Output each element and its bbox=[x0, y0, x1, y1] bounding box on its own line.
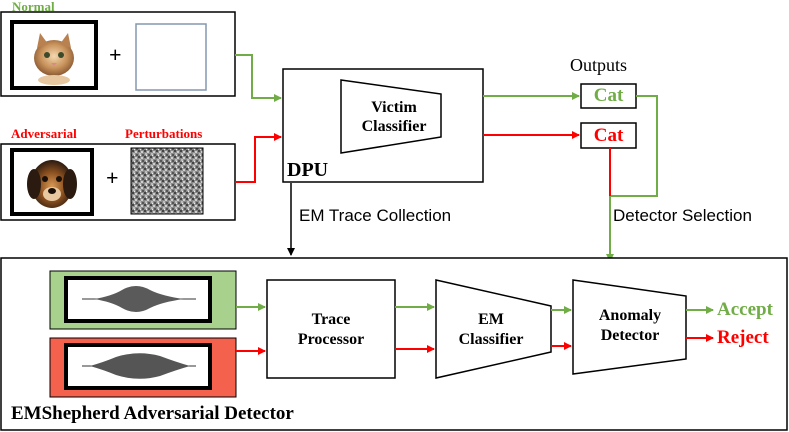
adversarial-output-label: Cat bbox=[593, 125, 624, 146]
em-classifier-label: EM Classifier bbox=[458, 311, 524, 348]
empty-perturbation-box bbox=[135, 23, 207, 91]
em-classifier-shape bbox=[435, 279, 552, 379]
anomaly-detector-label: Anomaly Detector bbox=[598, 307, 662, 344]
trace-processor-label: Trace Processor bbox=[297, 311, 365, 348]
adversarial-label: Adversarial bbox=[11, 126, 77, 141]
dpu-label: DPU bbox=[287, 159, 329, 181]
normal-output-box bbox=[580, 83, 637, 109]
normal-detector-selection-line bbox=[610, 95, 658, 197]
adversarial-output-box bbox=[580, 122, 637, 149]
detector-selection-label: Detector Selection bbox=[613, 206, 752, 225]
em-trace-collection-label: EM Trace Collection bbox=[299, 206, 452, 225]
detector-title: EMShepherd Adversarial Detector bbox=[11, 403, 294, 424]
adversarial-waveform bbox=[82, 353, 196, 379]
cat-image bbox=[34, 33, 74, 85]
plus-sign-adversarial: + bbox=[106, 165, 119, 190]
victim-classifier-label: Victim Classifier bbox=[361, 99, 427, 135]
normal-label: Normal bbox=[12, 0, 55, 14]
perturbations-label: Perturbations bbox=[125, 126, 203, 141]
adversarial-input-arrow bbox=[235, 133, 282, 183]
normal-output-label: Cat bbox=[593, 85, 624, 106]
normal-waveform bbox=[82, 286, 196, 312]
reject-label: Reject bbox=[717, 327, 769, 348]
plus-sign-normal: + bbox=[109, 42, 122, 67]
normal-input-arrow bbox=[235, 54, 282, 102]
outputs-title: Outputs bbox=[570, 55, 628, 75]
anomaly-detector-shape bbox=[572, 279, 687, 375]
accept-label: Accept bbox=[717, 299, 773, 320]
trace-processor-box bbox=[266, 279, 396, 379]
noise-perturbation-image bbox=[130, 147, 204, 215]
dog-image bbox=[27, 160, 77, 208]
victim-classifier-shape bbox=[340, 79, 442, 154]
